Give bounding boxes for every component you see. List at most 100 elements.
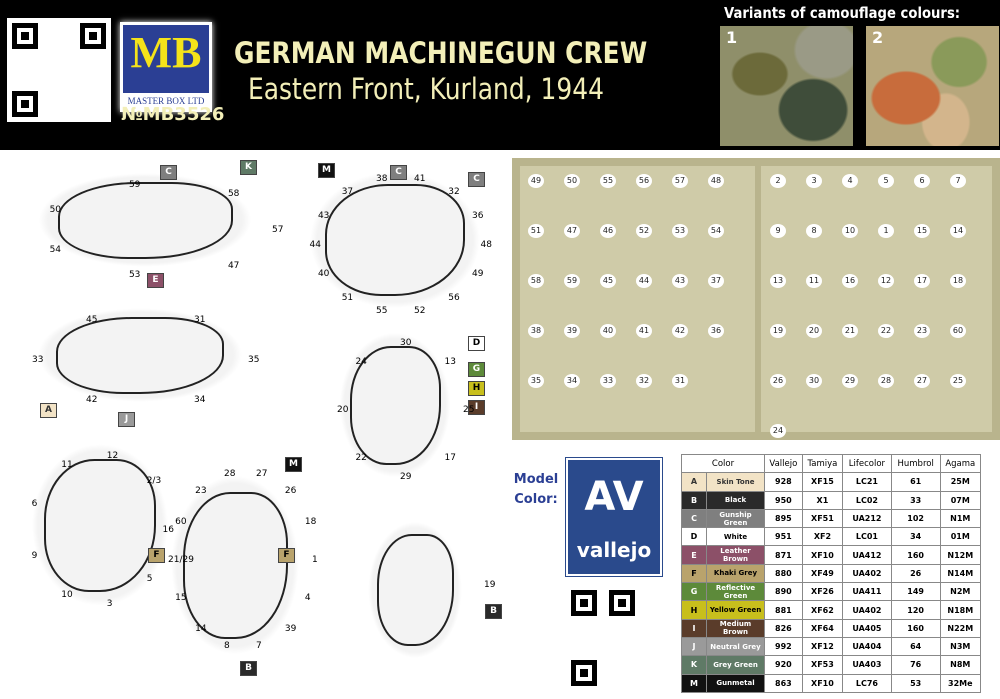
sprue-part-number: 6 [914,174,930,188]
cell-name: Medium Brown [706,618,765,638]
color-callout: M [285,457,302,472]
part-number: 16 [162,525,174,535]
part-number: 45 [86,314,98,325]
product-code: №MB3526 [121,104,225,125]
sprue-part-number: 16 [842,274,858,288]
part-number: 43 [317,210,330,221]
cell-agama: N2M [939,582,982,602]
brand-logo: MB MASTER BOX LTD [120,22,212,112]
cell-code: K [681,655,707,675]
page-title: GERMAN MACHINEGUN CREW [234,36,648,70]
sprue-part-number: 38 [528,324,544,338]
sprue-part-number: 12 [878,274,894,288]
cell-tamiya: XF10 [801,545,844,565]
camo-swatch-1: 1 [720,26,853,146]
cell-agama: N8M [939,655,982,675]
part-number: 50 [49,204,62,215]
part-number: 36 [472,210,484,221]
cell-name: Yellow Green [706,600,765,620]
cell-agama: N22M [939,618,982,638]
cell-vallejo: 928 [764,472,803,492]
figure-drawing [330,320,460,490]
part-number: 40 [317,269,330,280]
part-number: 1 [312,555,318,565]
part-number: 57 [272,225,284,235]
part-number: 21/29 [168,555,194,565]
sprue-part-number: 49 [528,174,544,188]
sprue-part-number: 24 [770,424,786,438]
page-subtitle: Eastern Front, Kurland, 1944 [248,72,604,106]
cell-agama: 01M [939,527,982,547]
cell-humbrol: 53 [890,673,941,693]
part-number: 14 [195,623,207,634]
part-number: 11 [61,459,73,470]
figure-drawing [160,460,310,670]
cell-lifecolor: UA212 [842,508,892,529]
cell-name: Skin Tone [706,472,765,492]
part-number: 24 [355,357,367,368]
cell-tamiya: XF10 [801,673,844,693]
sprue-part-number: 20 [806,324,822,338]
sprue-part-number: 42 [672,324,688,338]
part-number: 55 [375,305,388,316]
cell-lifecolor: LC76 [842,673,892,693]
cell-tamiya: XF64 [801,618,844,638]
cell-name: Leather Brown [706,545,765,565]
cell-vallejo: 992 [764,636,803,657]
part-number: 5 [146,573,153,584]
cell-lifecolor: LC02 [842,490,892,510]
cell-agama: N14M [939,563,982,584]
cell-agama: N18M [939,600,982,620]
part-number: 27 [256,469,268,479]
part-number: 10 [61,590,73,601]
part-number: 28 [223,469,236,479]
sprue-part-number: 34 [564,374,580,388]
sprue-part-number: 53 [672,224,688,238]
sprue-part-number: 55 [600,174,616,188]
color-callout: I [468,400,485,415]
part-number: 19 [484,580,496,590]
cell-humbrol: 64 [890,636,941,657]
part-number: 12 [106,450,119,461]
cell-code: E [681,545,707,565]
part-number: 37 [341,187,354,198]
color-callout: C [468,172,485,187]
cell-code: M [681,673,707,693]
color-callout: K [240,160,257,175]
part-number: 49 [472,269,484,280]
camo-title: Variants of camouflage colours: [724,4,961,22]
sprue-part-number: 40 [600,324,616,338]
part-number: 15 [175,593,187,604]
sprue-part-number: 50 [564,174,580,188]
sprue-part-number: 59 [564,274,580,288]
part-number: 33 [32,355,44,365]
cell-name: Gunship Green [706,508,765,529]
sprue-part-number: 35 [528,374,544,388]
color-callout: B [485,604,502,619]
sprue-part-number: 57 [672,174,688,188]
cell-tamiya: XF62 [801,600,844,620]
part-number: 22 [355,452,367,463]
sprue-part-number: 28 [878,374,894,388]
sprue-part-number: 25 [950,374,966,388]
cell-code: C [681,508,707,529]
figure-drawing [20,430,180,620]
cell-code: F [681,563,707,584]
sprue-part-number: 15 [914,224,930,238]
part-number: 58 [227,188,240,199]
sprue-part-number: 11 [806,274,822,288]
color-callout: B [240,661,257,676]
part-number: 23 [195,486,207,497]
sprue-part-number: 1 [878,224,894,238]
part-number: 2/3 [146,476,162,487]
cell-code: G [681,582,707,602]
color-callout: A [40,403,57,418]
sprue-part-number: 4 [842,174,858,188]
sprue-part-number: 22 [878,324,894,338]
cell-humbrol: 34 [890,527,941,547]
column-header: Humbrol [890,453,941,474]
